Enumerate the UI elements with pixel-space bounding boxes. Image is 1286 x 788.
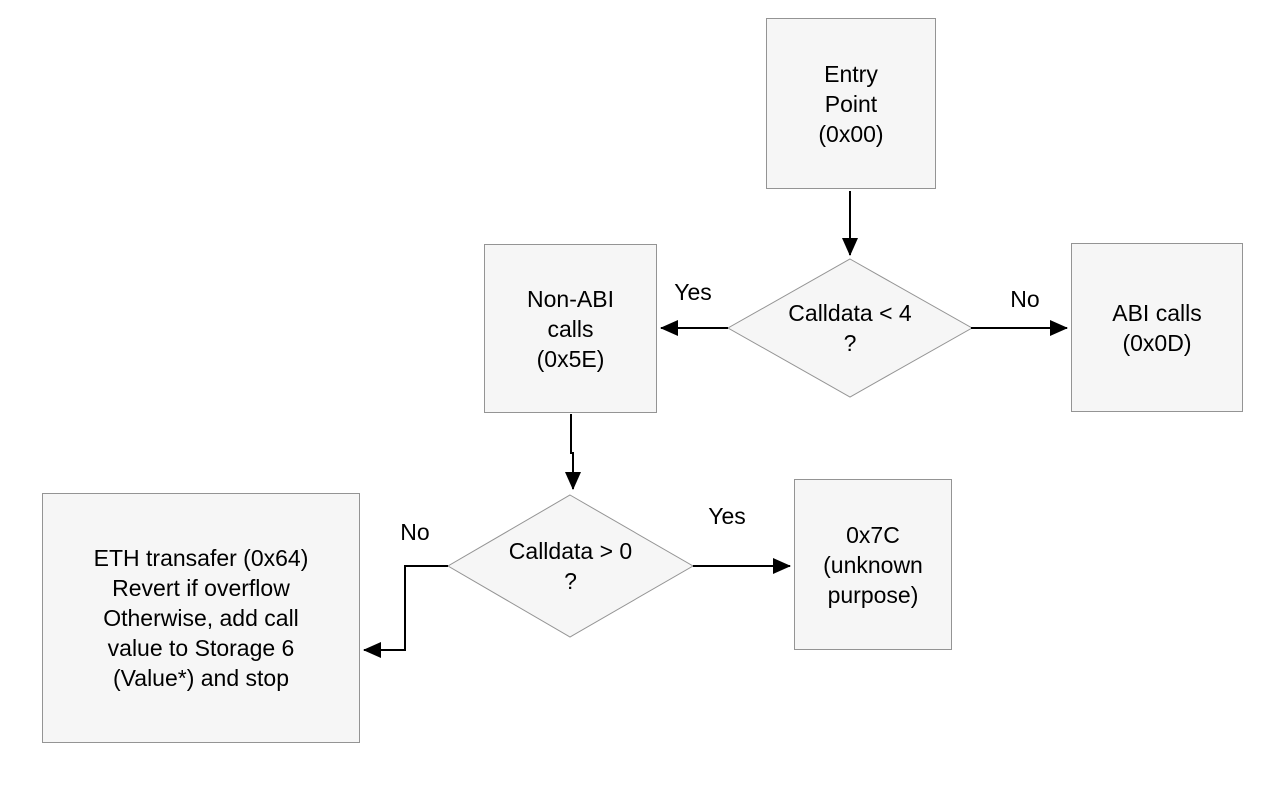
node-entry-point-label: Entry Point (0x00) <box>818 60 884 147</box>
edge-decision2-no-to-eth <box>363 565 448 658</box>
decision-calldata-lt-4-shape <box>726 258 974 398</box>
decision-calldata-gt-0-shape <box>447 494 695 638</box>
node-non-abi-calls-label: Non-ABI calls (0x5E) <box>527 285 614 372</box>
node-0x7c-unknown: 0x7C (unknown purpose) <box>794 479 952 650</box>
node-abi-calls: ABI calls (0x0D) <box>1071 243 1243 412</box>
edge-label-decision2-no: No <box>400 519 430 545</box>
node-entry-point: Entry Point (0x00) <box>766 18 936 189</box>
edge-nonabi-to-decision2 <box>565 414 581 490</box>
decision-calldata-lt-4-label: Calldata < 4 ? <box>788 300 912 356</box>
node-non-abi-calls: Non-ABI calls (0x5E) <box>484 244 657 413</box>
decision-calldata-gt-0: Calldata > 0 ? <box>448 495 693 637</box>
node-abi-calls-label: ABI calls (0x0D) <box>1112 299 1202 356</box>
edge-label-decision1-no: No <box>1010 286 1040 312</box>
node-eth-transfer-label: ETH transafer (0x64) Revert if overflow … <box>93 545 309 691</box>
edge-label-decision2-yes: Yes <box>708 503 746 529</box>
decision-calldata-lt-4: Calldata < 4 ? <box>728 259 972 397</box>
node-eth-transfer: ETH transafer (0x64) Revert if overflow … <box>42 493 360 743</box>
decision-calldata-gt-0-label: Calldata > 0 ? <box>508 538 633 594</box>
node-0x7c-unknown-label: 0x7C (unknown purpose) <box>823 521 923 608</box>
edge-label-decision1-yes: Yes <box>674 279 712 305</box>
